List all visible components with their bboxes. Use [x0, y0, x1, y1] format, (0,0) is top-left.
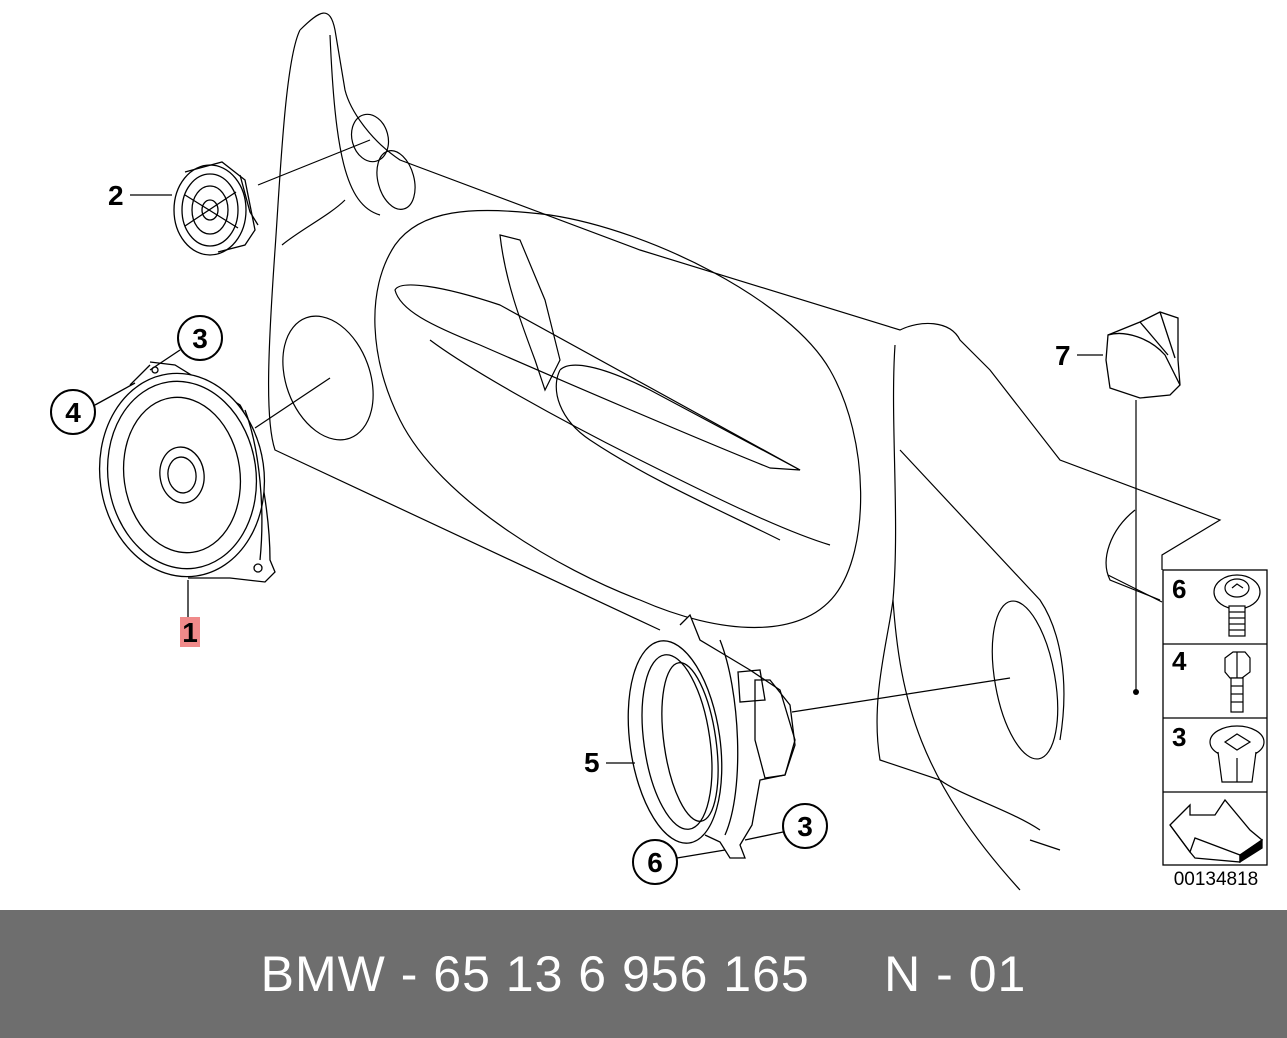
callout-4: 4	[50, 382, 136, 435]
callout-7: 7	[1055, 340, 1103, 371]
svg-text:7: 7	[1055, 340, 1071, 371]
hardware-panel: 6 4 3	[1162, 569, 1268, 866]
svg-text:4: 4	[65, 397, 81, 428]
callout-3-lower: 3	[744, 803, 828, 849]
svg-text:6: 6	[647, 847, 663, 878]
door-panel	[267, 12, 1222, 891]
hardware-item-4: 4	[1172, 646, 1251, 713]
tweeter-part-2	[173, 161, 259, 256]
clip-part-7	[1105, 311, 1181, 399]
leader-lines	[254, 139, 1163, 713]
clip-nut-icon	[1209, 725, 1265, 783]
hardware-item-6: 6	[1172, 574, 1261, 637]
screw-with-washer-icon	[1213, 574, 1261, 637]
speaker-part-5	[627, 613, 796, 859]
parts-diagram: 2 3 4 1 5 6 3 7	[50, 12, 1268, 891]
svg-text:5: 5	[584, 747, 600, 778]
hardware-item-3: 3	[1172, 722, 1265, 783]
footer-bar: BMW - 65 13 6 956 165 N - 01	[0, 910, 1287, 1038]
svg-text:3: 3	[192, 323, 208, 354]
direction-arrow-icon	[1169, 798, 1264, 864]
part-number-footer: BMW - 65 13 6 956 165 N - 01	[260, 946, 1027, 1002]
callout-6: 6	[632, 839, 726, 885]
speaker-part-1	[98, 361, 276, 583]
callout-2: 2	[108, 180, 172, 211]
svg-text:3: 3	[1172, 722, 1186, 752]
svg-text:6: 6	[1172, 574, 1186, 604]
svg-text:2: 2	[108, 180, 124, 211]
callout-3-upper: 3	[149, 315, 223, 371]
leader-dot	[1133, 689, 1139, 695]
callout-5: 5	[584, 747, 635, 778]
svg-text:1: 1	[182, 617, 198, 648]
svg-text:3: 3	[797, 811, 813, 842]
diagram-number: 00134818	[1174, 869, 1259, 890]
hex-bolt-icon	[1224, 651, 1251, 713]
svg-text:4: 4	[1172, 646, 1187, 676]
callout-1: 1	[180, 580, 200, 648]
